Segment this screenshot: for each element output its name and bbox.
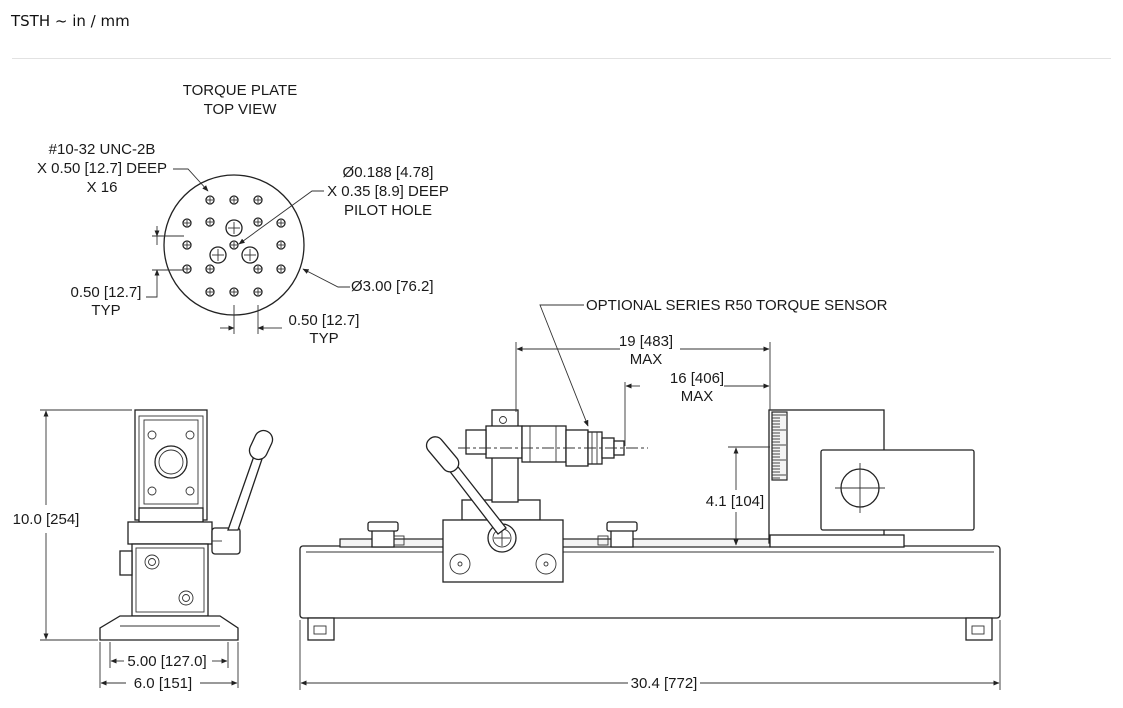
sensor-callout: OPTIONAL SERIES R50 TORQUE SENSOR	[586, 297, 888, 314]
min-travel-label-line2: MAX	[681, 388, 714, 405]
bottom-spacing-label-line2: TYP	[309, 330, 338, 347]
torque-plate-subtitle: TOP VIEW	[204, 101, 278, 118]
fixture-scale	[771, 411, 788, 481]
bottom-spacing-label-line1: 0.50 [12.7]	[289, 312, 360, 329]
min-travel-label-line1: 16 [406]	[670, 370, 724, 387]
side-base-foot	[99, 615, 239, 641]
base-rail	[299, 545, 1001, 619]
sensor-leader	[539, 304, 589, 427]
side-lever	[227, 455, 263, 531]
pilot-callout-line1: Ø0.188 [4.78]	[343, 164, 434, 181]
side-inner-width-label: 5.00 [127.0]	[127, 653, 206, 670]
thread-leader	[173, 168, 209, 192]
diameter-leader	[302, 268, 350, 288]
front-lever-knob	[425, 436, 460, 473]
center-height-label: 4.1 [104]	[706, 493, 764, 510]
scale-ticks	[772, 414, 786, 479]
side-view: 10.0 [254] 5.00 [127.0] 6.0 [151]	[13, 409, 274, 692]
side-height-label: 10.0 [254]	[13, 511, 80, 528]
pilot-hole-group	[209, 219, 259, 264]
page-title: TSTH ~ in / mm	[11, 12, 130, 30]
thread-callout-line1: #10-32 UNC-2B	[49, 141, 156, 158]
thread-callout-line2: X 0.50 [12.7] DEEP	[37, 160, 167, 177]
header-divider	[12, 58, 1111, 59]
torque-plate-title: TORQUE PLATE	[183, 82, 297, 99]
torque-plate-top-view: TORQUE PLATE TOP VIEW #10-32 UNC-2B X 0.…	[37, 82, 449, 347]
side-outer-width-label: 6.0 [151]	[134, 675, 192, 692]
plate-diameter-label: Ø3.00 [76.2]	[351, 278, 434, 295]
pilot-leader	[238, 190, 324, 245]
torque-sensor-body	[521, 425, 567, 463]
pilot-callout-line2: X 0.35 [8.9] DEEP	[327, 183, 449, 200]
max-travel-label-line1: 19 [483]	[619, 333, 673, 350]
left-spacing-label-line2: TYP	[91, 302, 120, 319]
thread-callout-line3: X 16	[87, 179, 118, 196]
pilot-callout-line3: PILOT HOLE	[344, 202, 432, 219]
side-lever-knob	[248, 429, 274, 461]
left-spacing-label-line1: 0.50 [12.7]	[71, 284, 142, 301]
max-travel-label-line2: MAX	[630, 351, 663, 368]
overall-length-label: 30.4 [772]	[631, 675, 698, 692]
side-carriage	[131, 543, 209, 617]
front-view: OPTIONAL SERIES R50 TORQUE SENSOR 19 [48…	[299, 297, 1001, 692]
tapped-holes	[182, 195, 286, 297]
